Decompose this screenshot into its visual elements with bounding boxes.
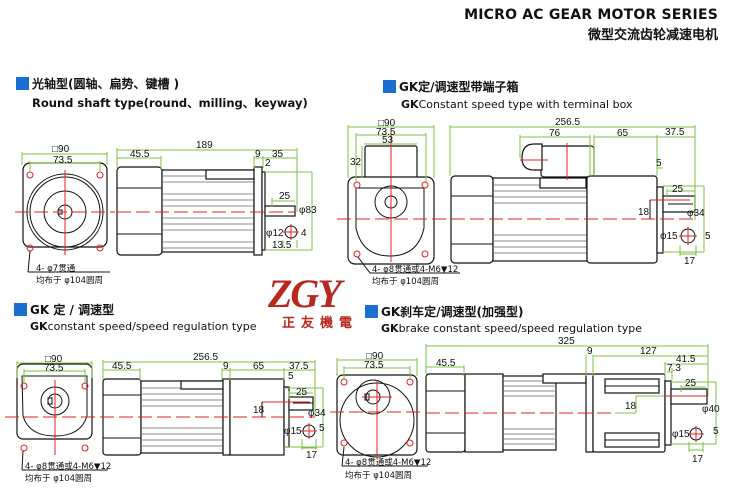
dim-key-length: 25 <box>296 387 308 398</box>
mount-note-1: 4- φ8贯通或4-M6▼12 <box>372 264 458 275</box>
dim-total-length: 325 <box>558 336 575 347</box>
section-title-cn: GK定/调速型带端子箱 <box>399 80 519 94</box>
dim-gear-dia: φ40 <box>702 404 720 415</box>
dim-square: □90 <box>45 354 63 365</box>
mount-note-1: 4- φ8贯通或4-M6▼12 <box>345 457 431 468</box>
dim-square: □90 <box>366 351 384 362</box>
series-title-en: MICRO AC GEAR MOTOR SERIES <box>464 7 718 23</box>
dim-key-height: 17 <box>684 256 696 267</box>
dim-center: 18 <box>625 401 637 412</box>
dim-step: 7.3 <box>667 363 681 374</box>
dim-front-length: 45.5 <box>112 361 132 372</box>
dim-front-length: 45.5 <box>436 358 456 369</box>
dim-front-length: 45.5 <box>130 149 150 160</box>
dim-key-length: 25 <box>279 191 291 202</box>
dim-step: 5 <box>288 371 294 382</box>
dim-box-height: 32 <box>350 157 362 168</box>
section-marker-icon <box>383 80 396 93</box>
dim-shaft-dia: φ15 <box>672 429 690 440</box>
section-constant-speed: GK 定 / 调速型 GKconstant speed/speed regula… <box>14 301 256 333</box>
section-title-cn: 光轴型(圆轴、扁势、键槽 ) <box>32 77 180 91</box>
dim-key: 5 <box>705 231 711 242</box>
mount-note-2: 均布于 φ104圆周 <box>345 470 412 481</box>
drawing-round-shaft-side <box>116 148 313 256</box>
dim-box-width: 53 <box>382 135 394 146</box>
dim-center: 18 <box>253 405 265 416</box>
section-terminal-box: GK定/调速型带端子箱 GKConstant speed type with t… <box>383 78 632 111</box>
section-brake: GK刹车定/调速型(加强型) GKbrake constant speed/sp… <box>365 303 642 335</box>
dim-shaft-length: 35 <box>272 149 284 160</box>
dim-total-length: 256.5 <box>555 117 580 128</box>
dim-shaft-length: 41.5 <box>676 354 696 365</box>
dim-gear-dia: φ34 <box>687 208 705 219</box>
section-title-en: Constant speed type with terminal box <box>418 98 633 111</box>
dim-flange: 9 <box>223 361 229 372</box>
dim-gear-length: 65 <box>253 361 265 372</box>
section-marker-icon <box>14 303 27 316</box>
dim-bolt-span: 73.5 <box>376 127 396 138</box>
section-title-en: Round shaft type(round、milling、keyway) <box>32 96 308 110</box>
dim-step: 5 <box>656 158 662 169</box>
section-title-cn: GK 定 / 调速型 <box>30 303 115 317</box>
dim-gear-dia: φ34 <box>308 408 326 419</box>
dim-square: □90 <box>378 118 396 129</box>
dim-step: 2 <box>265 158 271 169</box>
section-round-shaft: 光轴型(圆轴、扁势、键槽 ) Round shaft type(round、mi… <box>16 75 308 111</box>
dim-flange: 9 <box>587 346 593 357</box>
section-prefix: GK <box>30 320 48 333</box>
mount-note-1: 4- φ7贯通 <box>36 263 76 274</box>
drawing-round-shaft-front <box>15 152 115 273</box>
drawing-terminal-side <box>337 125 705 264</box>
dim-square: □90 <box>52 144 70 155</box>
dim-gear-length: 127 <box>640 346 657 357</box>
mount-note-2: 均布于 φ104圆周 <box>25 473 92 484</box>
dim-total-length: 189 <box>196 140 213 151</box>
section-prefix: GK <box>401 98 419 111</box>
mount-note-2: 均布于 φ104圆周 <box>372 276 439 287</box>
drawing-brake-side <box>425 344 717 453</box>
brand-name: 正友機電 <box>282 316 359 331</box>
mount-note-1: 4- φ8贯通或4-M6▼12 <box>25 461 111 472</box>
dim-shaft-length: 37.5 <box>665 127 685 138</box>
section-title-cn: GK刹车定/调速型(加强型) <box>381 305 524 319</box>
dim-shaft-length: 37.5 <box>289 361 309 372</box>
dim-body-dia: φ83 <box>299 205 317 216</box>
dim-key-height: 17 <box>692 454 704 465</box>
dim-flange: 9 <box>255 149 261 160</box>
dim-key-length: 25 <box>685 378 697 389</box>
dim-key-length: 25 <box>672 184 684 195</box>
drawing-brake-front <box>330 358 428 467</box>
section-marker-icon <box>365 305 378 318</box>
dim-shaft-dia: φ12 <box>266 228 284 239</box>
dim-flat-width: 13.5 <box>272 240 292 251</box>
dim-key: 5 <box>319 423 325 434</box>
dim-flat: 4 <box>301 228 307 239</box>
dim-gear-length: 65 <box>617 128 629 139</box>
dim-shaft-dia: φ15 <box>660 231 678 242</box>
series-title-cn: 微型交流齿轮减速电机 <box>587 28 718 43</box>
mount-note-2: 均布于 φ104圆周 <box>36 275 103 286</box>
section-title-en: brake constant speed/speed regulation ty… <box>398 322 642 335</box>
drawing-terminal-front <box>337 125 460 274</box>
dim-bolt-span: 73.5 <box>53 155 73 166</box>
dim-shaft-dia: φ15 <box>284 426 302 437</box>
drawing-constant-front <box>5 361 108 471</box>
section-marker-icon <box>16 77 29 90</box>
brand-logo: ZGY <box>268 271 342 316</box>
section-prefix: GK <box>381 322 399 335</box>
dim-center: 18 <box>638 207 650 218</box>
dim-key: 5 <box>713 426 719 437</box>
dim-bolt-span: 73.5 <box>44 363 64 374</box>
section-title-en: constant speed/speed regulation type <box>47 320 257 333</box>
dim-total-length: 256.5 <box>193 352 218 363</box>
drawing-constant-side <box>5 360 324 456</box>
dim-key-height: 17 <box>306 450 318 461</box>
dim-bolt-span: 73.5 <box>364 360 384 371</box>
dim-box-length: 76 <box>549 128 561 139</box>
